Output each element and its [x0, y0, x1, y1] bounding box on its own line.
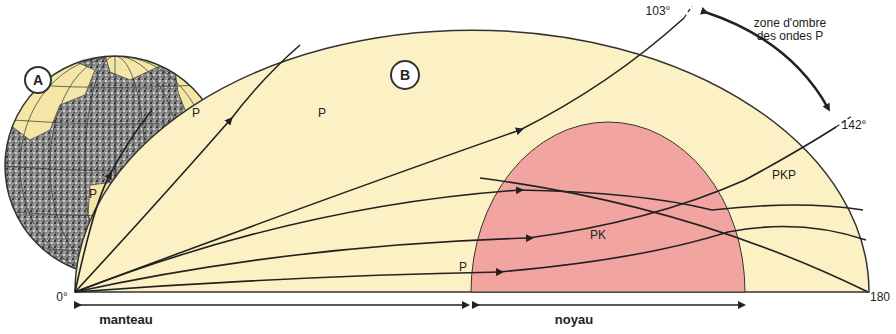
region-label: manteau — [99, 313, 152, 327]
wave-rays — [75, 18, 868, 292]
wave-label: 0° — [56, 291, 67, 304]
wave-label: P — [459, 261, 467, 274]
mantle — [75, 30, 869, 292]
wave-label: 180 — [870, 291, 890, 304]
region-label: noyau — [555, 313, 593, 327]
wave-label: zone d'ombre des ondes P — [746, 17, 834, 43]
panel-letter: A — [33, 72, 43, 88]
wave-label: P — [318, 107, 326, 120]
panel-letter: B — [400, 67, 410, 83]
wave-label: PK — [590, 229, 606, 242]
wave-label: P — [192, 107, 200, 120]
wave-label: P — [89, 188, 97, 201]
core — [471, 122, 745, 292]
wave-label: 103° — [646, 5, 671, 18]
circled-letter: A — [24, 66, 52, 94]
wave-label: 142° — [842, 119, 867, 132]
circled-letter: B — [390, 60, 420, 90]
wave-label: PKP — [772, 169, 796, 182]
